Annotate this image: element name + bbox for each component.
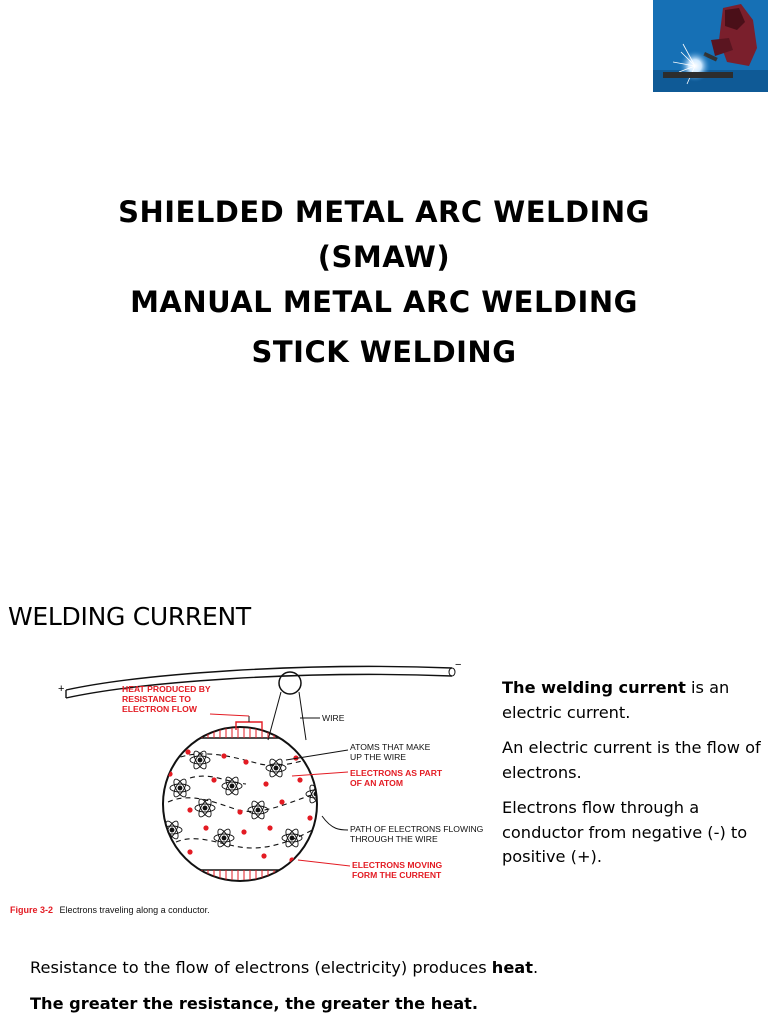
electrons-moving-label-2: FORM THE CURRENT [352, 870, 442, 880]
description-paragraph-2: An electric current is the flow of elect… [502, 738, 761, 782]
description-paragraph-3: Electrons flow through a conductor from … [502, 798, 748, 866]
welder-photo-icon [653, 0, 768, 92]
description-text: The welding current is an electric curre… [502, 676, 764, 881]
wire-label: WIRE [322, 713, 345, 723]
bottom-line-1-end: . [532, 958, 539, 977]
atoms-label-2: UP THE WIRE [350, 752, 406, 762]
path-label-1: PATH OF ELECTRONS FLOWING [350, 824, 484, 834]
figure-caption-label: Figure 3-2 [10, 905, 53, 915]
heat-label-1: HEAT PRODUCED BY [122, 684, 211, 694]
heat-label-2: RESISTANCE TO [122, 694, 191, 704]
title-line-1: SHIELDED METAL ARC WELDING [118, 195, 650, 229]
bottom-line-1-text: Resistance to the flow of electrons (ele… [30, 958, 492, 977]
title-line-2: (SMAW) [317, 240, 451, 274]
description-bold: The welding current [502, 678, 686, 697]
electron-flow-figure: + − [0, 652, 495, 922]
section-heading: WELDING CURRENT [8, 602, 251, 631]
heat-label-3: ELECTRON FLOW [122, 704, 198, 714]
bottom-line-1: Resistance to the flow of electrons (ele… [30, 958, 538, 977]
description-paragraph-1: The welding current is an electric curre… [502, 676, 764, 725]
atoms-label-1: ATOMS THAT MAKE [350, 742, 431, 752]
electrons-part-label-1: ELECTRONS AS PART [350, 768, 443, 778]
electrons-part-label-2: OF AN ATOM [350, 778, 403, 788]
title-line-4: STICK WELDING [251, 335, 517, 369]
bottom-heat-word: heat [491, 958, 533, 977]
electrons-moving-label-1: ELECTRONS MOVING [352, 860, 443, 870]
minus-sign: − [455, 659, 461, 671]
svg-text:Figure 3-2 Electrons tra: Figure 3-2 Electrons traveling along a c… [10, 905, 210, 915]
bottom-line-2: The greater the resistance, the greater … [30, 994, 479, 1013]
path-label-2: THROUGH THE WIRE [350, 834, 438, 844]
description-p1-rest: is an electric current. [502, 678, 730, 722]
title-line-3: MANUAL METAL ARC WELDING [130, 285, 638, 319]
plus-sign: + [58, 683, 64, 695]
figure-caption-text: Electrons traveling along a conductor. [60, 905, 210, 915]
